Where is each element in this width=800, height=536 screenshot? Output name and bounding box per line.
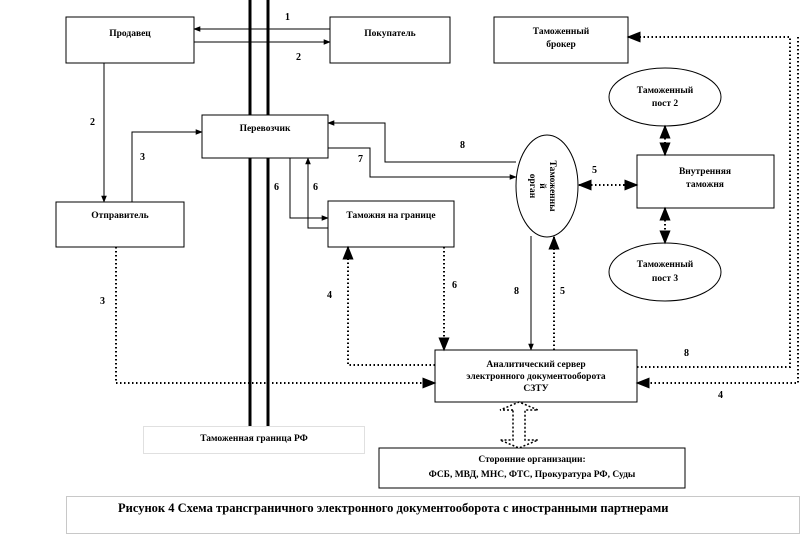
edge-labels: 1 2 2 3 3 6 6 7 8 5 6 8 5 4 8 4 bbox=[90, 12, 723, 401]
customs-authority-label-line3: орган bbox=[527, 174, 537, 199]
label-buyer-to-seller: 1 bbox=[285, 12, 290, 23]
server-third-parties-arrow bbox=[499, 401, 539, 449]
arrow-customs-to-carrier bbox=[327, 120, 516, 163]
third-parties-label-line1: Сторонние организации: bbox=[478, 455, 585, 465]
server-label-line3: СЗТУ bbox=[523, 384, 548, 394]
inner-customs-label-line2: таможня bbox=[686, 180, 724, 190]
label-seller-to-buyer: 2 bbox=[296, 52, 301, 63]
arrow-carrier-to-customs bbox=[328, 147, 517, 180]
customs-broker-label-line1: Таможенный bbox=[533, 26, 590, 37]
carrier-label: Перевозчик bbox=[240, 124, 291, 134]
label-broker-to-server: 4 bbox=[718, 390, 723, 401]
carrier-box: Перевозчик bbox=[201, 114, 329, 159]
buyer-box: Покупатель bbox=[329, 16, 451, 64]
label-carrier-to-customs: 7 bbox=[358, 154, 363, 165]
customs-border-lines bbox=[248, 0, 270, 426]
sender-label: Отправитель bbox=[91, 211, 148, 221]
server-label-line2: электронного документооборота bbox=[466, 371, 605, 382]
label-sender-to-server: 3 bbox=[100, 296, 105, 307]
label-seller-to-sender: 2 bbox=[90, 117, 95, 128]
post3-ellipse: Таможенный пост 3 bbox=[608, 242, 722, 302]
third-parties-label-line2: ФСБ, МВД, МНС, ФТС, Прокуратура РФ, Суды bbox=[429, 470, 636, 480]
dotted-connectors bbox=[115, 31, 799, 389]
post3-label-line2: пост 3 bbox=[652, 274, 678, 284]
server-box: Аналитический сервер электронного докуме… bbox=[434, 349, 638, 403]
customs-broker-label-line2: брокер bbox=[546, 39, 576, 50]
arrow-sender-to-carrier bbox=[131, 129, 203, 202]
label-carrier-to-border: 6 bbox=[274, 182, 279, 193]
third-parties-box: Сторонние организации: ФСБ, МВД, МНС, ФТ… bbox=[378, 447, 686, 489]
label-sender-to-carrier: 3 bbox=[140, 152, 145, 163]
customs-broker-box: Таможенный брокер bbox=[493, 16, 629, 64]
label-server-to-broker: 8 bbox=[684, 348, 689, 359]
border-customs-box: Таможня на границе bbox=[327, 200, 455, 248]
arrow-border-to-carrier bbox=[305, 157, 328, 229]
figure-caption: Рисунок 4 Схема трансграничного электрон… bbox=[118, 501, 669, 515]
label-server-to-customs: 5 bbox=[560, 286, 565, 297]
border-customs-label: Таможня на границе bbox=[346, 211, 435, 221]
inner-customs-box: Внутренняя таможня bbox=[636, 154, 775, 209]
buyer-label: Покупатель bbox=[364, 29, 415, 39]
post2-label-line2: пост 2 bbox=[652, 99, 678, 109]
label-border-to-carrier: 6 bbox=[313, 182, 318, 193]
customs-border-label: Таможенная граница РФ bbox=[200, 434, 308, 444]
arrow-server-to-broker bbox=[626, 31, 791, 368]
server-label-line1: Аналитический сервер bbox=[486, 359, 585, 370]
inner-customs-label-line1: Внутренняя bbox=[679, 167, 731, 177]
post2-label-line1: Таможенный bbox=[637, 85, 694, 96]
sender-box: Отправитель bbox=[55, 201, 185, 248]
seller-box: Продавец bbox=[65, 16, 195, 64]
arrow-server-to-border bbox=[342, 245, 435, 366]
label-server-to-border: 4 bbox=[327, 290, 332, 301]
arrow-carrier-to-border bbox=[289, 158, 329, 221]
post2-ellipse: Таможенный пост 2 bbox=[608, 67, 722, 127]
label-customs-to-inner: 5 bbox=[592, 165, 597, 176]
arrow-broker-to-server bbox=[635, 37, 799, 389]
label-customs-to-carrier: 8 bbox=[460, 140, 465, 151]
solid-connectors bbox=[101, 26, 534, 351]
arrow-sender-to-server bbox=[115, 247, 437, 389]
customs-border-label-frame bbox=[143, 426, 365, 454]
customs-authority-ellipse: Таможенны й орган bbox=[515, 134, 579, 238]
post3-label-line1: Таможенный bbox=[637, 259, 694, 270]
customs-authority-label-line2: й bbox=[537, 183, 548, 189]
seller-label: Продавец bbox=[109, 29, 151, 39]
label-border-to-server: 6 bbox=[452, 280, 457, 291]
customs-authority-label-line1: Таможенны bbox=[547, 160, 557, 212]
label-customs-to-server: 8 bbox=[514, 286, 519, 297]
